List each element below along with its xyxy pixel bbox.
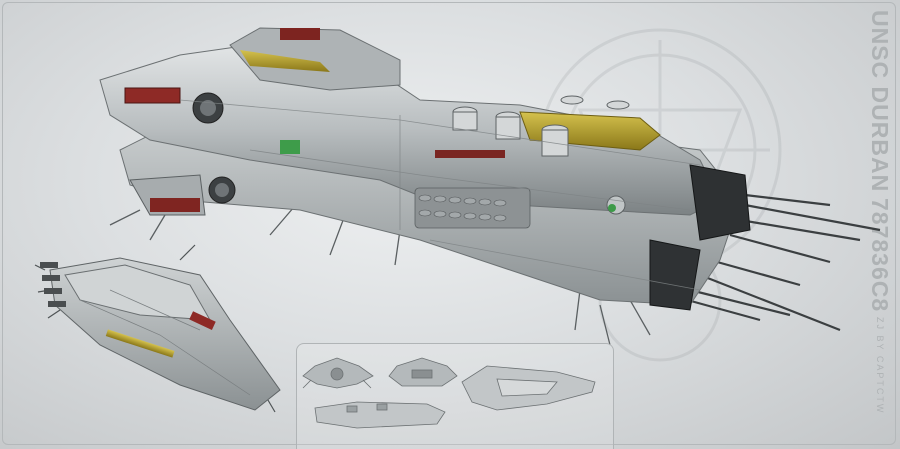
rear-view bbox=[388, 357, 458, 387]
top-view bbox=[461, 365, 596, 411]
ship-name: UNSC DURBAN bbox=[867, 10, 893, 193]
ship-designation: UNSC DURBAN 787836C8 ZJ BY CAPTCTW bbox=[867, 10, 894, 415]
side-view bbox=[314, 401, 446, 429]
ship-number: 787836C8 bbox=[867, 197, 893, 312]
orthographic-views-panel bbox=[296, 343, 614, 449]
author-credit: ZJ BY CAPTCTW bbox=[875, 317, 885, 415]
orthographic-views bbox=[302, 357, 596, 429]
front-view bbox=[302, 357, 374, 389]
